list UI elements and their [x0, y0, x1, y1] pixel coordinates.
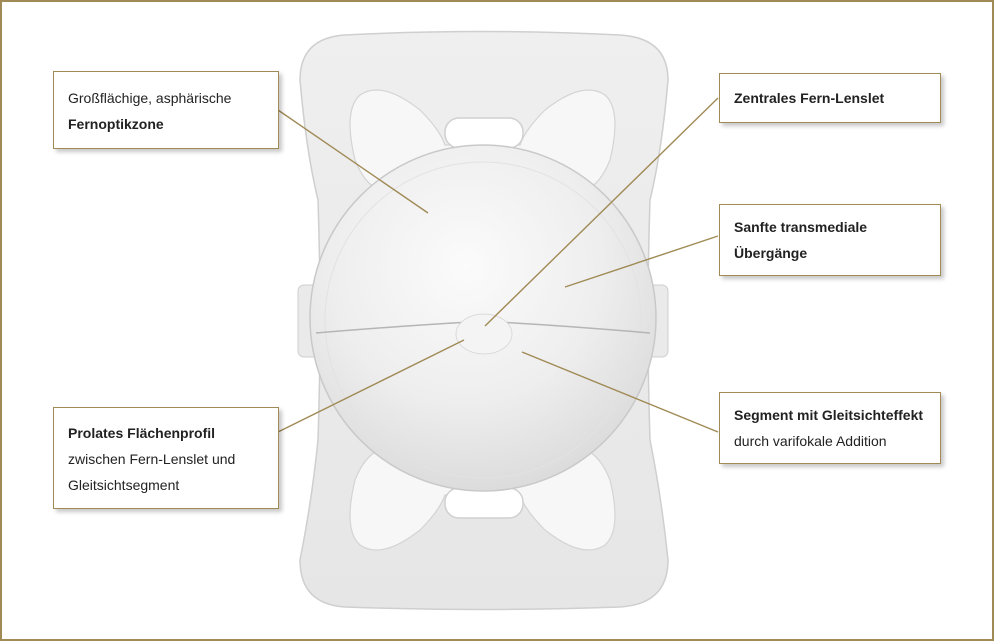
- callout-fernoptikzone-line2: Fernoptikzone: [68, 116, 164, 132]
- leader-line-fernoptikzone: [277, 109, 429, 214]
- callout-gleitsichtsegment-line2: durch varifokale Addition: [734, 433, 887, 449]
- callout-zentrales-lenslet: Zentrales Fern-Lenslet: [719, 73, 941, 123]
- callout-gleitsichtsegment-title: Segment mit Gleitsichteffekt: [734, 407, 924, 423]
- callout-prolates-profil-line2: zwischen Fern-Lenslet und: [68, 451, 236, 467]
- callout-uebergaenge: Sanfte transmediale Übergänge: [719, 204, 941, 276]
- leader-line-lenslet: [484, 97, 719, 327]
- leader-line-segment: [521, 351, 719, 433]
- leader-line-transitions: [564, 235, 719, 288]
- lower-slot: [444, 487, 524, 519]
- callout-uebergaenge-line1: Sanfte transmediale: [734, 219, 868, 235]
- leader-line-prolate: [277, 339, 465, 433]
- callout-gleitsichtsegment: Segment mit Gleitsichteffekt durch varif…: [719, 392, 941, 464]
- upper-slot: [444, 117, 524, 149]
- callout-prolates-profil-line3: Gleitsichtsegment: [68, 477, 180, 493]
- callout-fernoptikzone-line1: Großflächige, asphärische: [68, 90, 232, 106]
- callout-fernoptikzone: Großflächige, asphärische Fernoptikzone: [53, 71, 279, 149]
- callout-prolates-profil-title: Prolates Flächenprofil: [68, 425, 216, 441]
- transition-line: [315, 321, 651, 334]
- optic-inner-ring: [324, 161, 642, 479]
- callout-zentrales-lenslet-title: Zentrales Fern-Lenslet: [734, 90, 885, 106]
- callout-prolates-profil: Prolates Flächenprofil zwischen Fern-Len…: [53, 407, 279, 509]
- central-lenslet: [455, 313, 513, 355]
- callout-uebergaenge-line2: Übergänge: [734, 245, 808, 261]
